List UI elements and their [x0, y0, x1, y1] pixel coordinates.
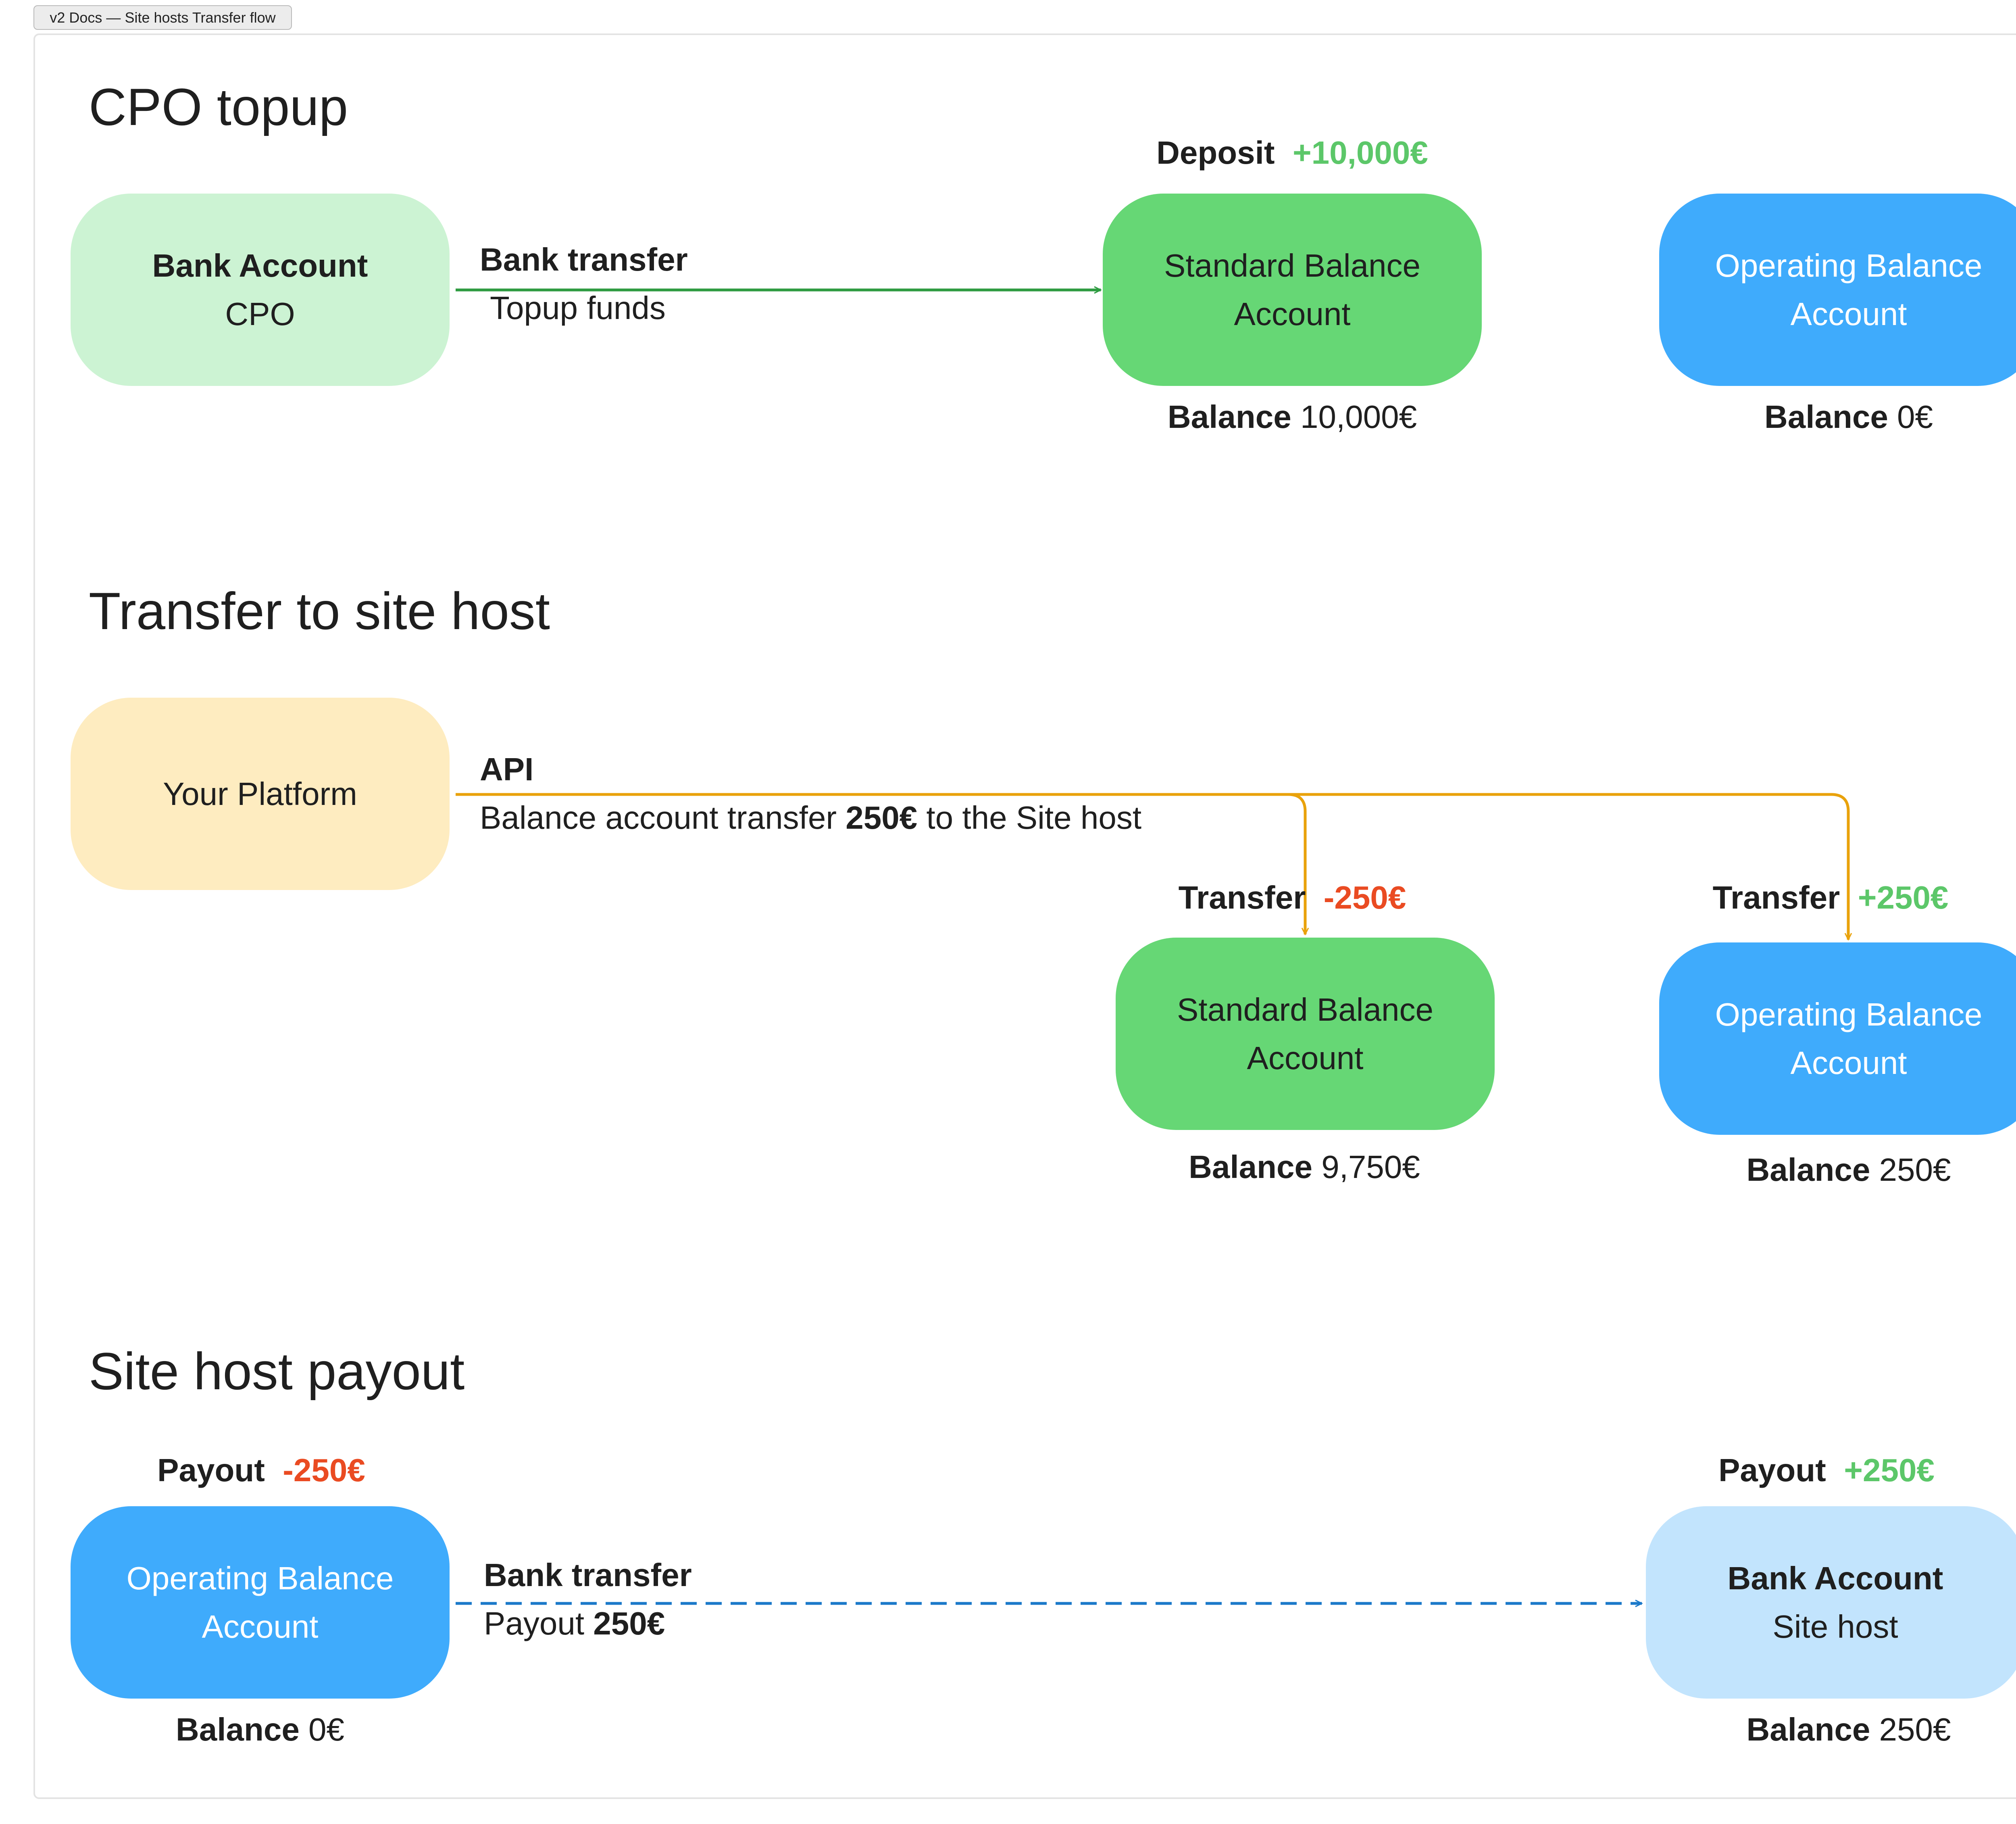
document-tab[interactable]: v2 Docs — Site hosts Transfer flow: [33, 5, 292, 30]
balance-value: 0€: [1897, 399, 1933, 435]
node-line-1: Standard Balance: [1177, 991, 1433, 1028]
node-standard-balance-account[interactable]: Standard Balance Account: [1116, 938, 1495, 1130]
edge-title-api: API: [480, 751, 534, 787]
edge-subtitle-topup-funds: Topup funds: [490, 290, 666, 326]
balance-label: Balance: [1167, 399, 1291, 435]
deposit-label: Deposit +10,000€: [1156, 134, 1428, 171]
node-line-2: Account: [1247, 1040, 1364, 1076]
balance-standard: Balance 10,000€: [1168, 398, 1417, 436]
balance-operating: Balance 250€: [1746, 1151, 1951, 1188]
edge-title-bank-transfer: Bank transfer: [484, 1557, 692, 1593]
node-operating-balance-account[interactable]: Operating Balance Account: [1659, 942, 2016, 1135]
section-title-site-host-payout: Site host payout: [89, 1342, 465, 1401]
node-line-1: Standard Balance: [1164, 247, 1420, 284]
edge-text-suffix: to the Site host: [926, 800, 1142, 836]
balance-value: 0€: [308, 1711, 345, 1747]
event-amount: -250€: [1323, 880, 1406, 915]
balance-bank-site-host: Balance 250€: [1746, 1711, 1951, 1748]
balance-label: Balance: [1189, 1149, 1312, 1185]
balance-value: 250€: [1879, 1152, 1951, 1188]
node-line-2: Account: [202, 1608, 319, 1645]
edge-amount: 250€: [593, 1605, 665, 1641]
event-amount: -250€: [283, 1452, 365, 1488]
api-transfer-arrow-to-operating: [1288, 793, 1848, 940]
event-label: Payout: [157, 1452, 265, 1488]
node-line-2: Account: [1790, 1044, 1907, 1081]
node-standard-balance-account[interactable]: Standard Balance Account: [1103, 194, 1482, 386]
edge-amount: 250€: [846, 800, 918, 836]
edge-subtitle-balance-account-transfer: Balance account transfer 250€ to the Sit…: [480, 799, 1141, 836]
diagram-frame: [33, 33, 2016, 1799]
edge-text-prefix: Balance account transfer: [480, 800, 837, 836]
section-title-cpo-topup: CPO topup: [89, 77, 348, 136]
event-label: Transfer: [1178, 880, 1306, 915]
edge-text-prefix: Payout: [484, 1605, 585, 1641]
node-subtitle: Site host: [1772, 1608, 1898, 1645]
balance-label: Balance: [1746, 1711, 1870, 1747]
payout-label-bank: Payout +250€: [1718, 1452, 1935, 1489]
edge-subtitle-payout: Payout 250€: [484, 1605, 665, 1642]
node-bank-account-cpo[interactable]: Bank Account CPO: [71, 194, 450, 386]
transfer-label-standard: Transfer -250€: [1179, 879, 1406, 916]
balance-operating: Balance 0€: [176, 1711, 344, 1748]
event-amount: +250€: [1844, 1452, 1935, 1488]
balance-label: Balance: [1764, 399, 1888, 435]
node-title: Your Platform: [163, 775, 357, 812]
node-operating-balance-account[interactable]: Operating Balance Account: [71, 1506, 450, 1699]
event-label: Payout: [1718, 1452, 1826, 1488]
node-line-1: Operating Balance: [126, 1560, 394, 1596]
balance-value: 250€: [1879, 1711, 1951, 1747]
balance-standard: Balance 9,750€: [1189, 1149, 1420, 1186]
node-line-1: Operating Balance: [1715, 996, 1983, 1032]
balance-value: 9,750€: [1321, 1149, 1420, 1185]
node-line-2: Account: [1234, 296, 1351, 332]
event-label: Deposit: [1156, 135, 1275, 171]
node-title: Bank Account: [1727, 1560, 1943, 1596]
balance-operating: Balance 0€: [1764, 398, 1933, 436]
node-your-platform[interactable]: Your Platform: [71, 698, 450, 890]
event-label: Transfer: [1712, 880, 1840, 915]
node-line-2: Account: [1790, 296, 1907, 332]
balance-label: Balance: [175, 1711, 300, 1747]
edge-title-bank-transfer: Bank transfer: [480, 242, 688, 277]
node-operating-balance-account[interactable]: Operating Balance Account: [1659, 194, 2016, 386]
payout-label-operating: Payout -250€: [157, 1452, 365, 1489]
balance-label: Balance: [1746, 1152, 1870, 1188]
node-bank-account-site-host[interactable]: Bank Account Site host: [1646, 1506, 2016, 1699]
node-line-1: Operating Balance: [1715, 247, 1983, 284]
event-amount: +10,000€: [1292, 135, 1428, 171]
balance-value: 10,000€: [1300, 399, 1417, 435]
node-subtitle: CPO: [225, 296, 295, 332]
node-title: Bank Account: [152, 247, 368, 284]
section-title-transfer-to-site-host: Transfer to site host: [89, 582, 550, 640]
transfer-label-operating: Transfer +250€: [1713, 879, 1949, 916]
event-amount: +250€: [1858, 880, 1949, 915]
